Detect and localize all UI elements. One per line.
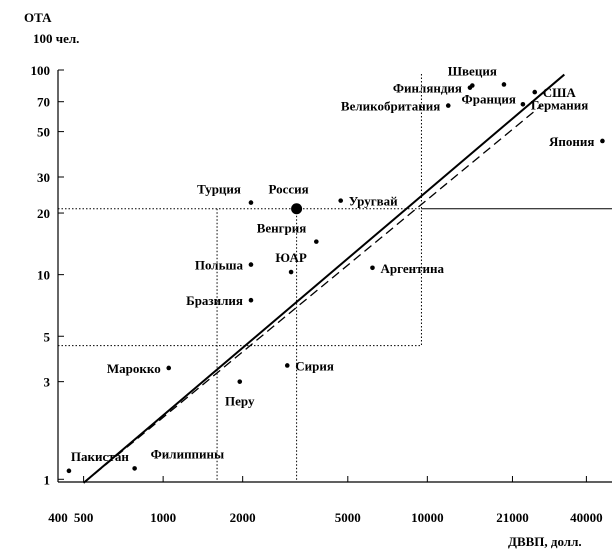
point-швеция — [470, 83, 475, 88]
point-япония — [600, 138, 605, 144]
x-tick-label: 21000 — [496, 510, 529, 525]
x-tick-label: 40000 — [570, 510, 603, 525]
point-венгрия — [314, 239, 319, 244]
label-юар: ЮАР — [275, 250, 307, 265]
label-бразилия: Бразилия — [186, 293, 243, 308]
trend-lines — [82, 73, 565, 484]
label-венгрия: Венгрия — [257, 221, 307, 236]
point-франция — [501, 82, 507, 87]
point-турция — [248, 200, 254, 205]
y-tick-label: 100 — [31, 63, 51, 78]
y-axis-title-line2: 100 чел. — [33, 31, 79, 46]
label-сша: США — [543, 85, 577, 100]
point-великобритания — [445, 103, 451, 108]
x-tick-label: 1000 — [150, 510, 176, 525]
label-филиппины: Филиппины — [151, 446, 225, 461]
label-russia: Россия — [269, 182, 309, 197]
point-сирия — [284, 363, 290, 368]
label-аргентина: Аргентина — [380, 261, 444, 276]
label-польша: Польша — [195, 258, 244, 273]
label-турция: Турция — [197, 182, 241, 197]
label-сирия: Сирия — [295, 358, 334, 373]
trend-line-dashed — [83, 105, 542, 484]
label-германия: Германия — [531, 97, 588, 112]
x-tick-label: 500 — [74, 510, 94, 525]
point-сша — [532, 89, 538, 95]
y-tick-label: 20 — [37, 206, 50, 221]
point-перу — [237, 379, 243, 384]
x-tick-label: 10000 — [411, 510, 444, 525]
y-tick-label: 10 — [37, 268, 50, 283]
point-юар — [288, 269, 294, 275]
point-уругвай — [338, 198, 344, 203]
label-швеция: Швеция — [448, 63, 497, 78]
point-пакистан — [66, 468, 72, 474]
point-аргентина — [370, 265, 375, 271]
point-германия — [520, 101, 526, 107]
label-пакистан: Пакистан — [71, 449, 129, 464]
point-бразилия — [248, 297, 254, 303]
y-axis-title-line1: ОТА — [24, 10, 52, 25]
data-points — [66, 82, 605, 474]
x-axis-title: ДВВП, долл. — [508, 534, 582, 549]
y-tick-label: 5 — [44, 329, 51, 344]
label-япония: Япония — [549, 134, 594, 149]
reference-lines — [58, 74, 612, 482]
y-tick-label: 1 — [44, 472, 51, 487]
axes — [57, 69, 612, 483]
point-филиппины — [132, 466, 137, 471]
y-tick-label: 30 — [37, 170, 50, 185]
point-польша — [248, 262, 254, 267]
label-уругвай: Уругвай — [349, 194, 398, 209]
label-великобритания: Великобритания — [341, 99, 440, 114]
x-tick-label: 2000 — [230, 510, 256, 525]
y-tick-label: 70 — [37, 95, 50, 110]
point-марокко — [166, 365, 172, 371]
label-марокко: Марокко — [107, 361, 161, 376]
y-tick-label: 50 — [37, 125, 50, 140]
y-tick-label: 3 — [44, 375, 51, 390]
trend-line-solid — [82, 73, 565, 484]
label-перу: Перу — [225, 394, 255, 409]
x-tick-label: 5000 — [335, 510, 361, 525]
label-франция: Франция — [462, 91, 516, 106]
label-финляндия: Финляндия — [393, 81, 462, 96]
tick-labels: 1 3 5 10 20 30 50 70 100 400 500 1000 2000 5000 10000 2… — [31, 63, 603, 525]
point-russia-highlight — [291, 203, 303, 215]
x-tick-label: 400 — [48, 510, 68, 525]
